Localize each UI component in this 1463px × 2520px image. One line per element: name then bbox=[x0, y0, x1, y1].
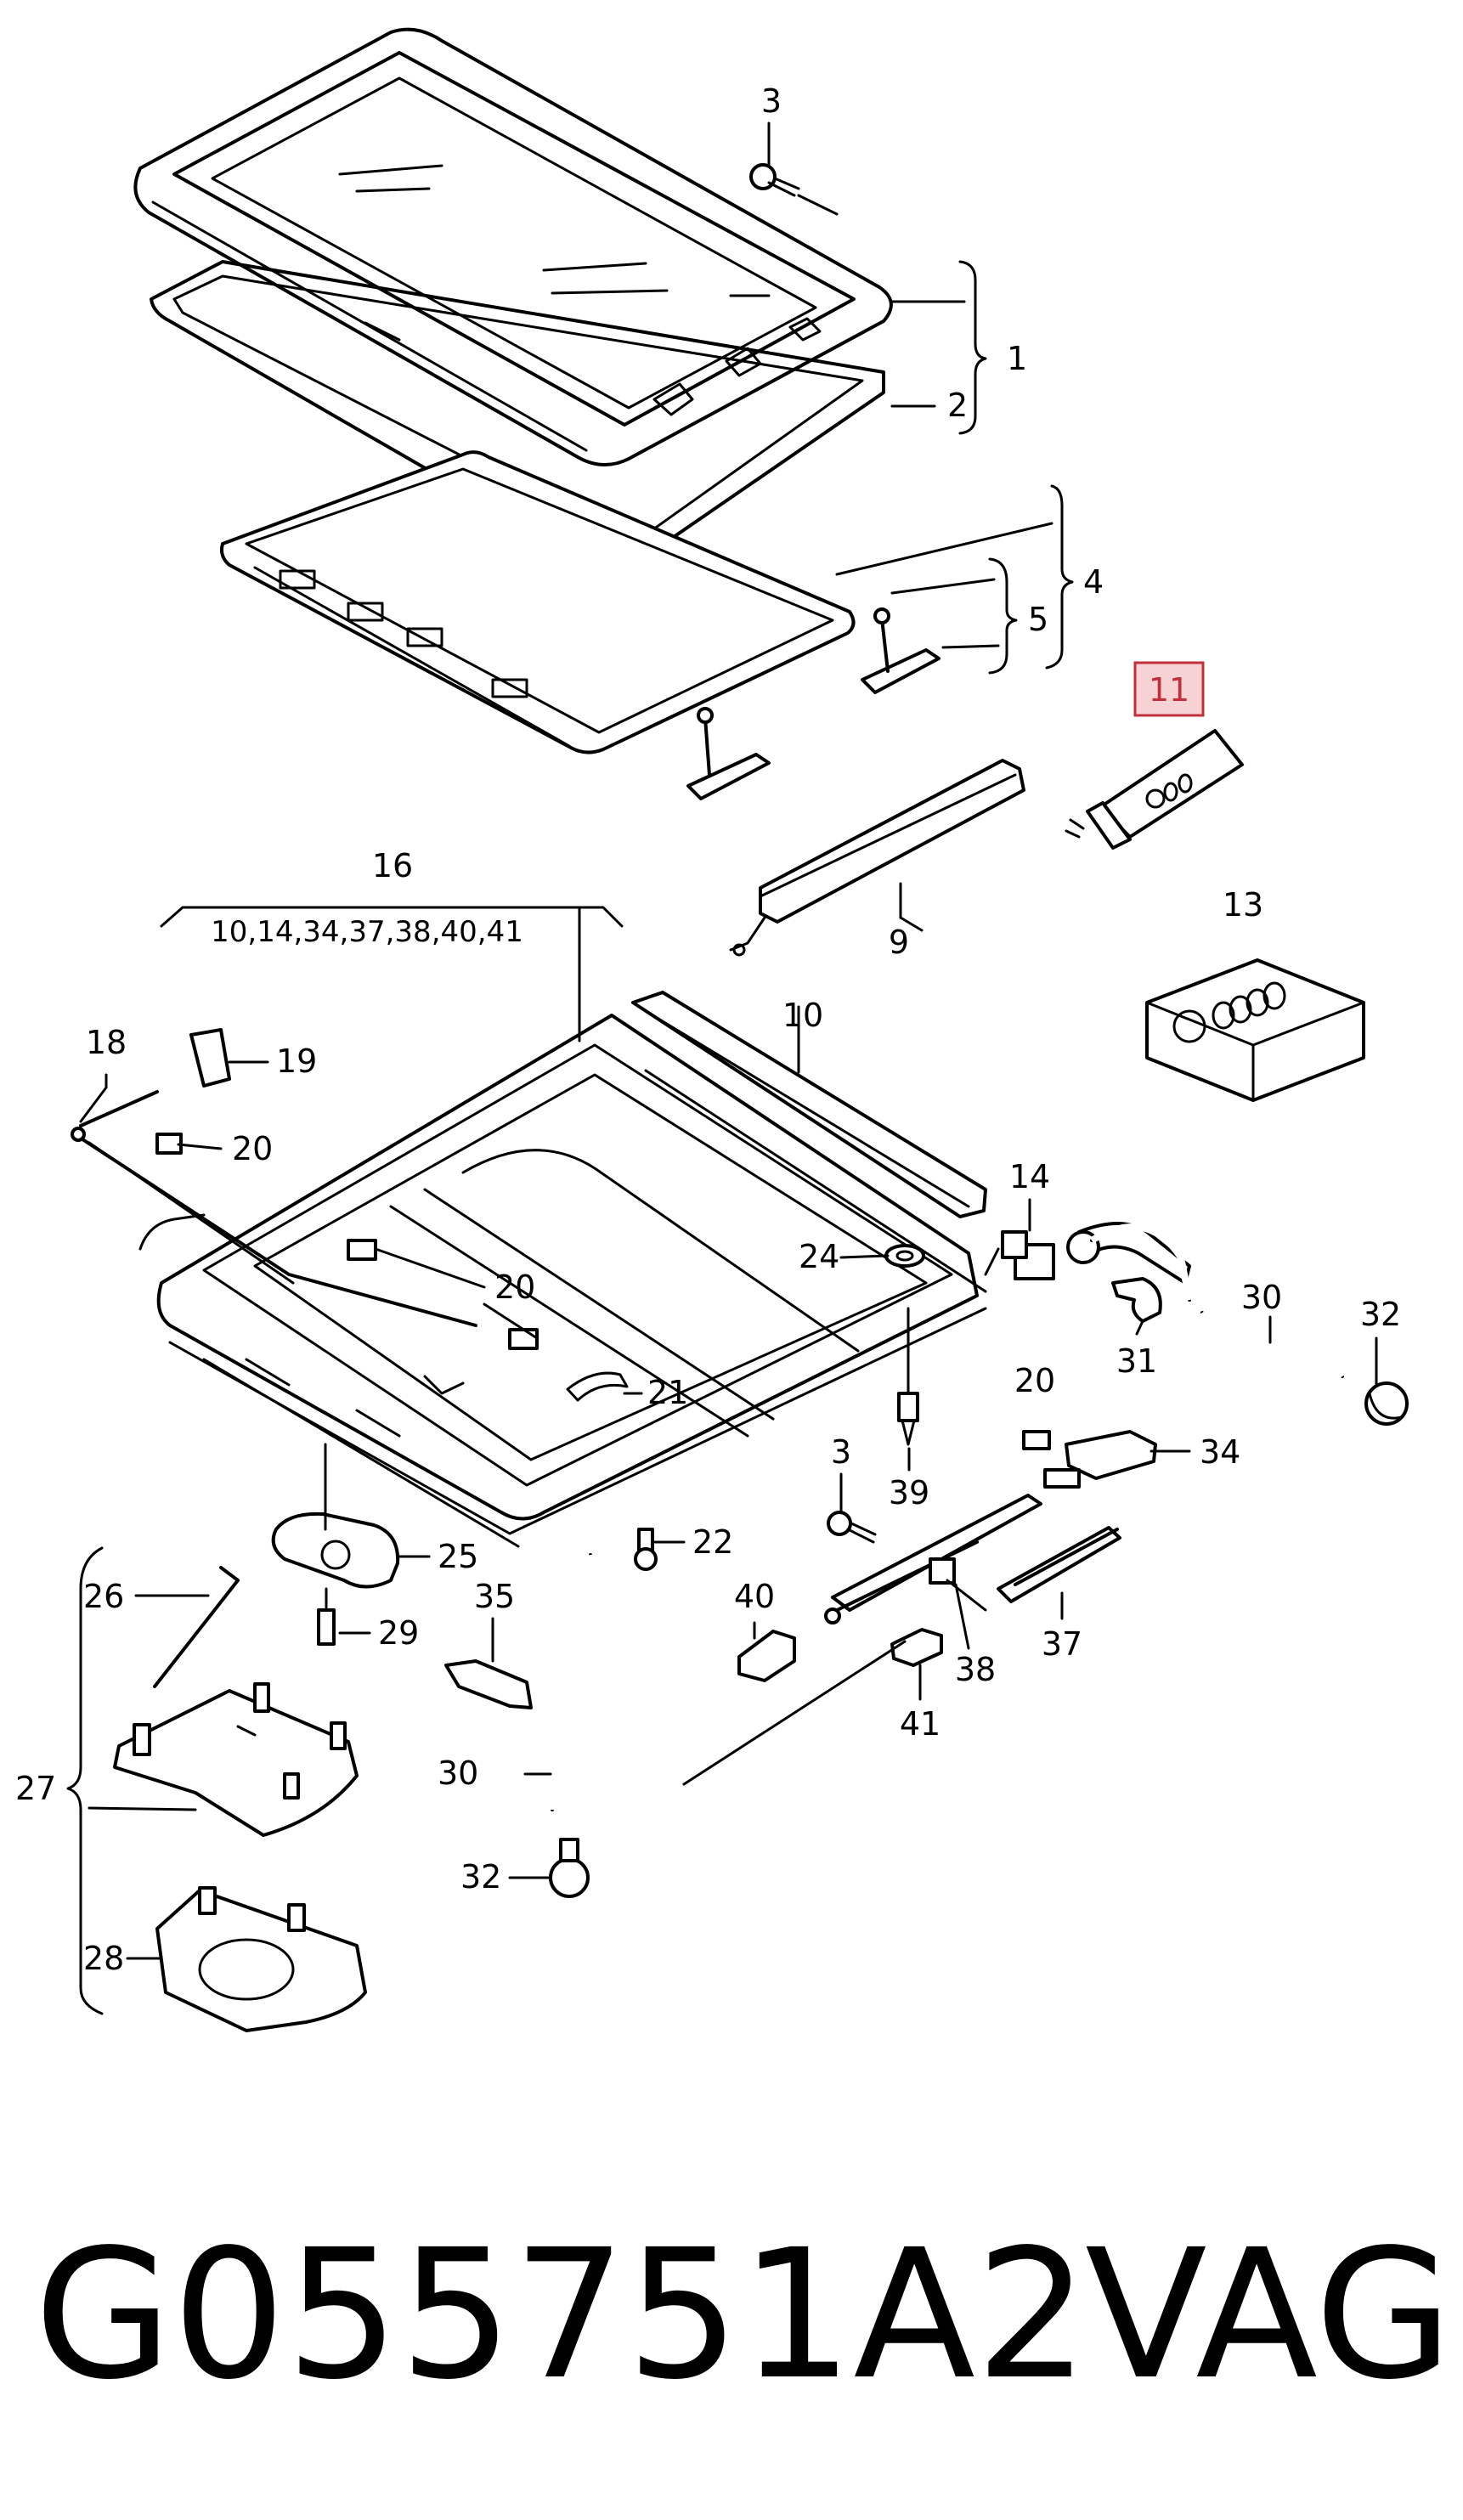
drive-mechanism bbox=[824, 1430, 1157, 1624]
label-13: 13 bbox=[1223, 886, 1263, 924]
bolt-3-lower bbox=[827, 1472, 877, 1544]
clip-40 bbox=[737, 1630, 796, 1682]
sunshade-panel bbox=[220, 450, 856, 754]
bracket-35 bbox=[444, 1617, 533, 1709]
label-3a: 3 bbox=[761, 82, 782, 120]
highlight-box-11 bbox=[1133, 661, 1205, 717]
bracket-16 bbox=[160, 906, 624, 928]
label-14: 14 bbox=[1009, 1158, 1050, 1195]
label-5: 5 bbox=[1028, 601, 1048, 638]
label-20a: 20 bbox=[232, 1130, 273, 1167]
part-labels: 1 2 3 4 5 9 10 13 14 16 10,14,34,37,38,4… bbox=[15, 82, 1401, 1977]
bolt-3-top bbox=[749, 163, 800, 197]
leader-lines bbox=[79, 916, 1378, 1960]
label-1: 1 bbox=[1007, 340, 1027, 377]
label-34: 34 bbox=[1200, 1433, 1240, 1471]
bolt-22 bbox=[634, 1528, 658, 1571]
label-19: 19 bbox=[276, 1042, 317, 1080]
motor-cover bbox=[113, 1682, 359, 1837]
label-4: 4 bbox=[1083, 563, 1104, 601]
sunshade-slide-rear bbox=[686, 707, 771, 800]
label-20b: 20 bbox=[494, 1268, 535, 1306]
label-25: 25 bbox=[438, 1538, 478, 1575]
label-2: 2 bbox=[947, 387, 968, 424]
sunroof-motor bbox=[271, 1443, 400, 1646]
guide-rail bbox=[729, 759, 1025, 957]
label-16: 16 bbox=[372, 847, 413, 884]
label-38: 38 bbox=[955, 1651, 996, 1688]
label-35: 35 bbox=[474, 1578, 515, 1615]
label-39: 39 bbox=[889, 1474, 929, 1511]
label-30b: 30 bbox=[438, 1754, 478, 1792]
part-number: G055751A2 bbox=[34, 2211, 1089, 2419]
sealant-box bbox=[1145, 958, 1365, 1102]
label-27: 27 bbox=[15, 1770, 56, 1807]
label-31: 31 bbox=[1116, 1342, 1157, 1380]
sunshade-slide-front bbox=[861, 607, 940, 694]
sealant-tube bbox=[1065, 729, 1244, 850]
motor-bracket bbox=[155, 1886, 367, 2032]
label-28: 28 bbox=[83, 1940, 124, 1977]
label-24: 24 bbox=[799, 1238, 839, 1275]
label-41: 41 bbox=[900, 1705, 940, 1743]
label-18: 18 bbox=[86, 1024, 127, 1061]
brand-name: VAG bbox=[1085, 2211, 1453, 2419]
leader-lines-top bbox=[767, 121, 1074, 675]
label-29: 29 bbox=[378, 1614, 419, 1652]
label-40: 40 bbox=[734, 1578, 775, 1615]
label-20c: 20 bbox=[1014, 1362, 1055, 1399]
label-32b: 32 bbox=[460, 1858, 501, 1896]
sunroof-frame-assembly bbox=[71, 991, 1191, 1548]
label-37: 37 bbox=[1042, 1625, 1082, 1663]
label-26: 26 bbox=[83, 1578, 124, 1615]
label-32a: 32 bbox=[1360, 1296, 1401, 1333]
label-11: 11 bbox=[1149, 671, 1189, 709]
label-3b: 3 bbox=[831, 1433, 851, 1471]
drain-hose-rear bbox=[1089, 1223, 1409, 1426]
label-22: 22 bbox=[692, 1523, 733, 1561]
label-16-sub: 10,14,34,37,38,40,41 bbox=[211, 915, 523, 949]
label-10: 10 bbox=[782, 997, 823, 1034]
label-21: 21 bbox=[647, 1374, 688, 1411]
hose-clip bbox=[1111, 1277, 1162, 1323]
footer-caption: G055751A2 VAG bbox=[25, 2209, 1453, 2421]
drain-hose-front bbox=[549, 1553, 596, 1898]
label-30a: 30 bbox=[1241, 1279, 1282, 1316]
emergency-crank bbox=[153, 1566, 240, 1688]
label-9: 9 bbox=[889, 924, 909, 961]
bracket-27 bbox=[66, 1546, 104, 2015]
clip-41 bbox=[890, 1628, 943, 1667]
